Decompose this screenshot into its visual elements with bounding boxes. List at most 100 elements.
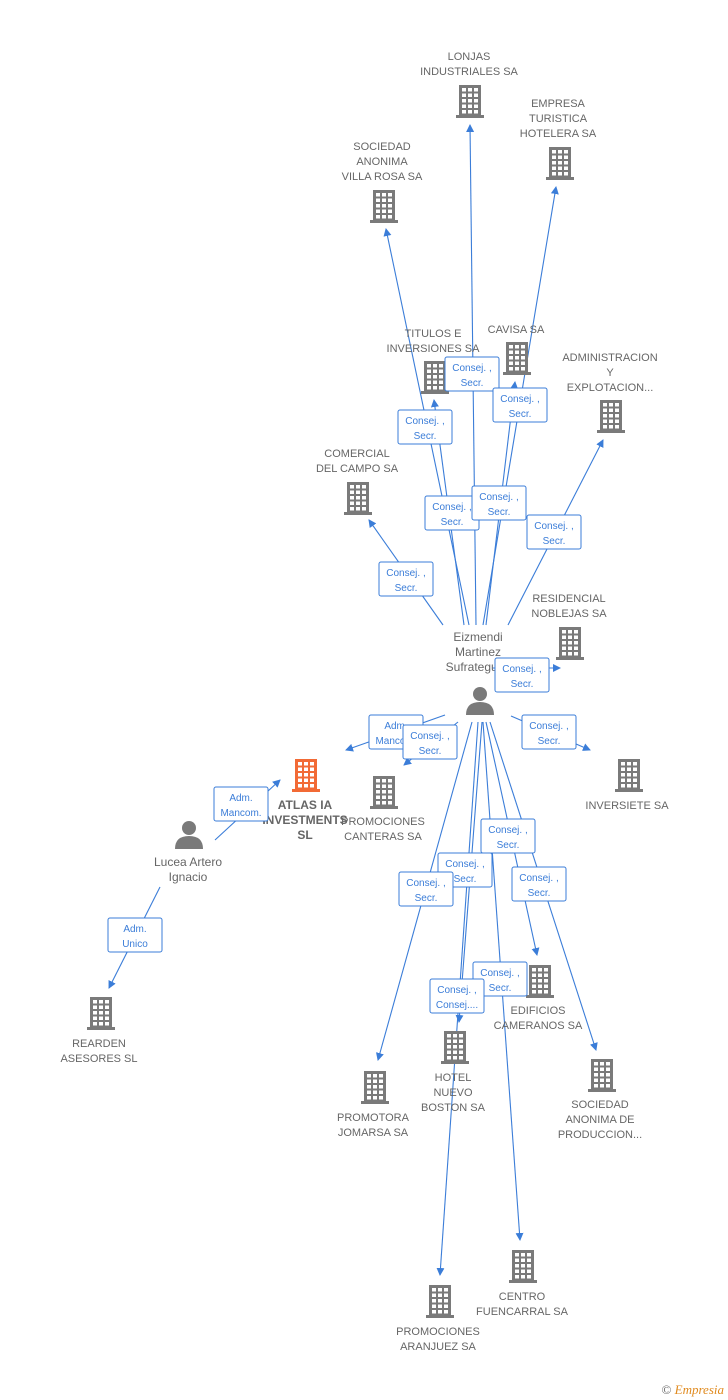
building-icon [344, 482, 372, 515]
edge-label-text: Consej. , [529, 721, 568, 732]
edge-label-box[interactable] [397, 409, 453, 445]
building-icon [588, 1059, 616, 1092]
company-node-aranjuez[interactable]: PROMOCIONES ARANJUEZ SA [396, 1285, 480, 1353]
node-label-line: ANONIMA [356, 156, 408, 168]
edge-label-text: Consej. , [534, 521, 573, 532]
edge-label-text: Secr. [488, 507, 511, 518]
edge-label-text: Secr. [395, 583, 418, 594]
node-label-line: TITULOS E [405, 328, 462, 340]
node-label-line: CAMERANOS SA [494, 1020, 583, 1032]
building-icon [526, 965, 554, 998]
node-label-line: RESIDENCIAL [532, 593, 605, 605]
edge-label-box[interactable] [429, 978, 485, 1014]
edge-label-box[interactable] [471, 485, 527, 521]
node-label-line: ARANJUEZ SA [400, 1341, 476, 1353]
edge-label-admin[interactable]: Consej. , Secr. [526, 514, 582, 550]
building-icon [370, 190, 398, 223]
building-icon [597, 400, 625, 433]
person-node-eizmendi[interactable]: EizmendiMartinezSufrategui... [446, 630, 511, 715]
edge-label-text: Secr. [497, 840, 520, 851]
brand-logo: Empresia [674, 1382, 724, 1397]
building-icon [556, 627, 584, 660]
edge-label-canteras[interactable]: Consej. ,Secr. [402, 724, 458, 760]
edge-label-edificios[interactable]: Consej. ,Secr. [480, 818, 536, 854]
edge-label-box[interactable] [402, 724, 458, 760]
edge-label-text: Secr. [454, 874, 477, 885]
node-label-line: Sufrategui... [446, 660, 511, 674]
edge-label-text: Secr. [538, 736, 561, 747]
company-node-cavisa[interactable]: CAVISA SA [488, 324, 545, 375]
node-label-line: Martinez [455, 645, 501, 659]
edge-label-titulos[interactable]: Consej. ,Secr. [424, 495, 480, 531]
edge-label-box[interactable] [492, 387, 548, 423]
node-label-line: HOTEL [435, 1072, 472, 1084]
node-label-line: CAVISA SA [488, 324, 545, 336]
node-label-line: SL [297, 828, 312, 842]
edge-label-text: Secr. [511, 679, 534, 690]
node-label-line: PROMOCIONES [341, 816, 425, 828]
edge-label-atlas[interactable]: Adm.Mancom. [213, 786, 269, 822]
company-node-inversiete[interactable]: INVERSIETE SA [585, 759, 669, 812]
edge-label-text: Adm. [384, 721, 407, 732]
building-icon [361, 1071, 389, 1104]
edge-label-sociedadprod[interactable]: Consej. ,Secr. [511, 866, 567, 902]
building-icon [426, 1285, 454, 1318]
node-label-line: VILLA ROSA SA [342, 171, 423, 183]
edge-label-text: Consej. , [519, 873, 558, 884]
person-icon [466, 687, 494, 715]
edge-label-aranjuez[interactable]: Consej. ,Consej.... [429, 978, 485, 1014]
edge-label-inversiete[interactable]: Consej. , Secr. [521, 714, 577, 750]
edge-label-text: Consej. , [410, 731, 449, 742]
edge-label-text: Secr. [489, 983, 512, 994]
edge-label-lonjas[interactable]: Consej. ,Secr. [444, 356, 500, 392]
edge-label-box[interactable] [494, 657, 550, 693]
edge-label-text: Secr. [543, 536, 566, 547]
footer-credit[interactable]: © Empresia [662, 1382, 725, 1398]
node-label-line: CENTRO [499, 1291, 546, 1303]
edge-label-box[interactable] [526, 514, 582, 550]
edge-label-box[interactable] [398, 871, 454, 907]
edge-label-villarosa[interactable]: Consej. ,Secr. [397, 409, 453, 445]
edge-label-text: Consej. , [502, 664, 541, 675]
edge-label-box[interactable] [444, 356, 500, 392]
edge-label-text: Secr. [414, 431, 437, 442]
edge-label-box[interactable] [511, 866, 567, 902]
edges-layer [108, 124, 604, 1276]
edge-label-jomarsa[interactable]: Consej. ,Secr. [398, 871, 454, 907]
edge-label-text: Mancom. [375, 736, 416, 747]
node-label-line: TURISTICA [529, 113, 588, 125]
edge-label-comercial[interactable]: Consej. ,Secr. [378, 561, 434, 597]
node-label-line: JOMARSA SA [338, 1127, 409, 1139]
edge-label-box[interactable] [107, 917, 163, 953]
company-node-admin[interactable]: ADMINISTRACIONYEXPLOTACION... [562, 352, 658, 433]
edge-label-rearden[interactable]: Adm.Unico [107, 917, 163, 953]
edge-label-empresa[interactable]: Consej. ,Secr. [492, 387, 548, 423]
edge-label-box[interactable] [213, 786, 269, 822]
edge-label-text: Unico [122, 939, 148, 950]
edge-label-residencial[interactable]: Consej. , Secr. [494, 657, 550, 693]
edge-label-box[interactable] [378, 561, 434, 597]
edge-label-box[interactable] [480, 818, 536, 854]
node-label-line: PROMOCIONES [396, 1326, 480, 1338]
edge-label-cavisa[interactable]: Consej. ,Secr. [471, 485, 527, 521]
node-label-line: ATLAS IA [278, 798, 333, 812]
building-icon [503, 342, 531, 375]
edge-label-box[interactable] [521, 714, 577, 750]
node-label-line: Lucea Artero [154, 855, 222, 869]
